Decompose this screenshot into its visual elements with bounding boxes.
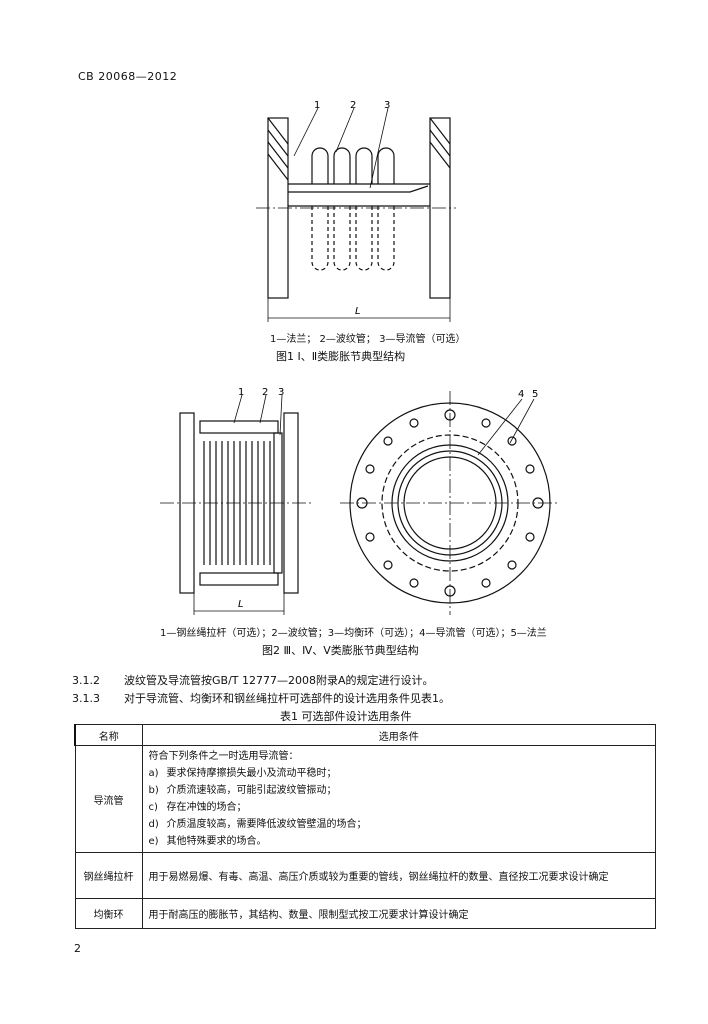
- figure1-legend: 1—法兰； 2—波纹管； 3—导流管（可选）: [270, 334, 466, 345]
- table-row: 导流管 符合下列条件之一时选用导流管： a) 要求保持摩擦损失最小及流动平稳时； …: [74, 745, 656, 853]
- standard-number: CB 20068—2012: [78, 70, 178, 83]
- figure2-drawing: 1 2 3 4 5 L: [160, 387, 560, 615]
- figure2-caption: 图2 Ⅲ、Ⅳ、Ⅴ类膨胀节典型结构: [262, 644, 419, 657]
- item-text: 其他特殊要求的场合。: [166, 836, 267, 847]
- item-text: 存在冲蚀的场合；: [166, 802, 247, 813]
- clause-number: 3.1.2: [72, 674, 100, 687]
- row-conditions: 用于易燃易爆、有毒、高温、高压介质或较为重要的管线，钢丝绳拉杆的数量、直径按工况…: [141, 852, 656, 899]
- item-mark: e): [148, 836, 159, 847]
- item-text: 介质温度较高，需要降低波纹管壁温的场合；: [166, 819, 367, 830]
- condition-item: d) 介质温度较高，需要降低波纹管壁温的场合；: [149, 816, 650, 833]
- item-mark: b): [148, 785, 159, 796]
- fig1-dim-label: L: [355, 306, 361, 317]
- condition-item: e) 其他特殊要求的场合。: [149, 833, 650, 850]
- item-mark: c): [148, 802, 158, 813]
- conditions-intro: 符合下列条件之一时选用导流管：: [148, 751, 299, 762]
- fig2-callout-4: 4: [518, 389, 524, 400]
- figure1-drawing: 1 2 3 L: [256, 100, 456, 322]
- clause-number: 3.1.3: [72, 692, 100, 705]
- bellows-upper: [311, 147, 395, 184]
- clause-text: 对于导流管、均衡环和钢丝绳拉杆可选部件的设计选用条件见表1。: [124, 692, 450, 705]
- fig2-callout-5: 5: [532, 389, 538, 400]
- table-row: 钢丝绳拉杆 用于易燃易爆、有毒、高温、高压介质或较为重要的管线，钢丝绳拉杆的数量…: [74, 852, 656, 899]
- fig2-callout-1: 1: [238, 387, 244, 398]
- item-text: 介质流速较高，可能引起波纹管振动；: [166, 785, 337, 796]
- item-mark: d): [148, 819, 159, 830]
- row-conditions: 符合下列条件之一时选用导流管： a) 要求保持摩擦损失最小及流动平稳时； b) 介质…: [141, 745, 656, 853]
- fig2-callout-3: 3: [278, 387, 284, 398]
- condition-item: c) 存在冲蚀的场合；: [149, 799, 650, 816]
- row-name: 钢丝绳拉杆: [74, 852, 143, 899]
- row-name: 导流管: [74, 745, 143, 853]
- table1-title: 表1 可选部件设计选用条件: [280, 710, 412, 723]
- figure1-caption: 图1 Ⅰ、Ⅱ类膨胀节典型结构: [276, 350, 406, 363]
- page-number: 2: [74, 942, 81, 955]
- fig1-callout-2: 2: [350, 100, 356, 111]
- item-text: 要求保持摩擦损失最小及流动平稳时；: [166, 768, 337, 779]
- clause-text: 波纹管及导流管按GB/T 12777—2008附录A的规定进行设计。: [124, 674, 434, 687]
- fig1-callout-3: 3: [384, 100, 390, 111]
- table-header-row: 名称 选用条件: [74, 724, 656, 746]
- fig1-callout-1: 1: [314, 100, 320, 111]
- header-conditions: 选用条件: [141, 724, 656, 746]
- condition-item: a) 要求保持摩擦损失最小及流动平稳时；: [149, 765, 650, 782]
- bellows-lower: [311, 206, 395, 271]
- table-row: 均衡环 用于耐高压的膨胀节，其结构、数量、限制型式按工况要求计算设计确定: [74, 898, 656, 929]
- item-mark: a): [148, 768, 159, 779]
- table1: 名称 选用条件 导流管 符合下列条件之一时选用导流管： a) 要求保持摩擦损失最小…: [74, 724, 656, 929]
- fig2-callout-2: 2: [262, 387, 268, 398]
- clause-3-1-2: 3.1.2 波纹管及导流管按GB/T 12777—2008附录A的规定进行设计。: [72, 672, 434, 688]
- header-name: 名称: [74, 724, 143, 746]
- row-name: 均衡环: [74, 898, 143, 929]
- clause-3-1-3: 3.1.3 对于导流管、均衡环和钢丝绳拉杆可选部件的设计选用条件见表1。: [72, 690, 450, 706]
- row-conditions: 用于耐高压的膨胀节，其结构、数量、限制型式按工况要求计算设计确定: [141, 898, 656, 929]
- condition-item: b) 介质流速较高，可能引起波纹管振动；: [149, 782, 650, 799]
- figure2-legend: 1—钢丝绳拉杆（可选）；2—波纹管；3—均衡环（可选）；4—导流管（可选）；5—…: [160, 628, 547, 639]
- fig2-dim-label: L: [238, 599, 244, 610]
- liner: [288, 185, 429, 193]
